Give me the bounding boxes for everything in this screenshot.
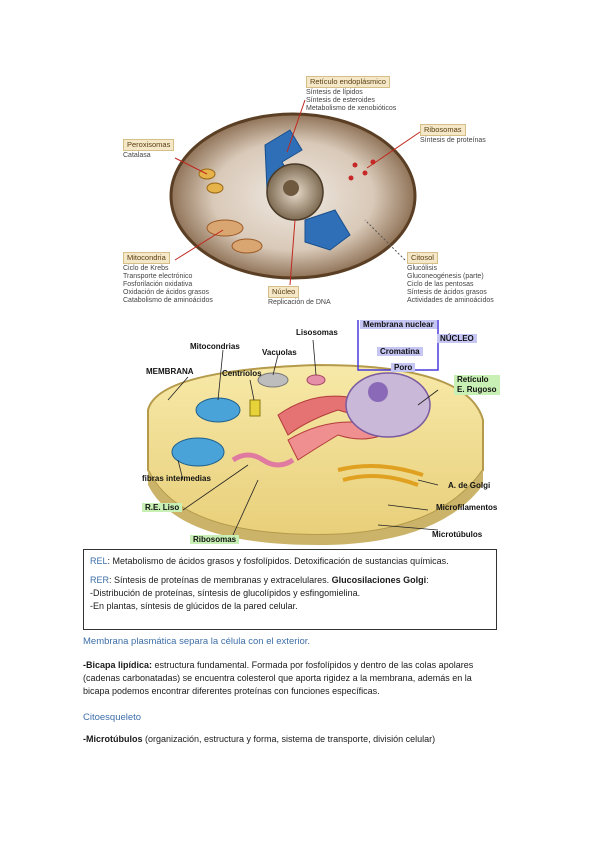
label-vacuolas: Vacuolas bbox=[262, 348, 297, 357]
label-nucleo: NÚCLEO bbox=[437, 334, 477, 343]
label-cromatina: Cromatina bbox=[377, 347, 423, 356]
rer-paragraph: RER: Síntesis de proteínas de membranas … bbox=[90, 574, 490, 587]
ribosome-dot bbox=[352, 162, 358, 168]
callout-citosol: Citosol Glucólisis Gluconeogénesis (part… bbox=[407, 252, 494, 305]
centriole-shape bbox=[249, 399, 261, 417]
rer-end: : bbox=[426, 575, 429, 585]
label-re-liso: R.E. Liso bbox=[142, 503, 183, 512]
animal-cell-illustration bbox=[147, 317, 484, 545]
rer-text: : Síntesis de proteínas de membranas y e… bbox=[109, 575, 332, 585]
mitochondria-shape bbox=[206, 219, 244, 237]
bicapa-bold: -Bicapa lipídica: bbox=[83, 660, 153, 670]
callout-line: Catalasa bbox=[123, 152, 151, 159]
callout-citosol-title: Citosol bbox=[407, 252, 438, 264]
callout-peroxisomas-title: Peroxisomas bbox=[123, 139, 175, 151]
label-membrana: MEMBRANA bbox=[146, 367, 194, 376]
label-lisosomas: Lisosomas bbox=[296, 328, 338, 337]
rer-bold: Glucosilaciones Golgi bbox=[331, 575, 427, 585]
bicapa-text: estructura fundamental. Formada por fosf… bbox=[83, 660, 474, 696]
callout-line: Ciclo de las pentosas bbox=[407, 281, 474, 288]
callout-line: Síntesis de lípidos bbox=[306, 89, 363, 96]
label-fibras-intermedias: fibras intermedias bbox=[142, 474, 211, 483]
callout-mitocondria: Mitocondria Ciclo de Krebs Transporte el… bbox=[123, 252, 213, 305]
label-poro: Poro bbox=[391, 363, 416, 372]
callout-reticulo-title: Retículo endoplásmico bbox=[306, 76, 390, 88]
figure-cell-metabolism bbox=[115, 70, 515, 310]
callout-ribosomas: Ribosomas Síntesis de proteínas bbox=[420, 124, 486, 145]
label-centriolos: Centríolos bbox=[222, 369, 262, 378]
callout-line: Metabolismo de xenobióticos bbox=[306, 105, 397, 112]
callout-reticulo: Retículo endoplásmico Síntesis de lípido… bbox=[306, 76, 396, 113]
mitochondria-shape bbox=[195, 397, 241, 423]
section-citoesqueleto-body: -Microtúbulos (organización, estructura … bbox=[83, 733, 496, 746]
microtubulos-text: (organización, estructura y forma, siste… bbox=[142, 734, 436, 744]
callout-line: Transporte electrónico bbox=[123, 273, 193, 280]
callout-line: Actividades de aminoácidos bbox=[407, 297, 494, 304]
callout-line: Ciclo de Krebs bbox=[123, 265, 169, 272]
box-bullet-1: -Distribución de proteínas, síntesis de … bbox=[90, 588, 361, 598]
callout-line: Síntesis de ácidos grasos bbox=[407, 289, 487, 296]
callout-line: Gluconeogénesis (parte) bbox=[407, 273, 484, 280]
callout-nucleo-title: Núcleo bbox=[268, 286, 300, 298]
label-membrana-nuclear: Membrana nuclear bbox=[360, 320, 437, 329]
callout-ribosomas-title: Ribosomas bbox=[420, 124, 466, 136]
section-membrana-body: -Bicapa lipídica: estructura fundamental… bbox=[83, 659, 496, 698]
callout-line: Oxidación de ácidos grasos bbox=[123, 289, 209, 296]
figure-animal-cell bbox=[138, 317, 508, 545]
label-microfilamentos: Microfilamentos bbox=[436, 503, 498, 512]
section-membrana-heading: Membrana plasmática separa la célula con… bbox=[83, 636, 311, 647]
lysosome-shape bbox=[306, 374, 326, 386]
callout-line: Síntesis de proteínas bbox=[420, 137, 486, 144]
microtubulos-bold: -Microtúbulos bbox=[83, 734, 143, 744]
callout-line: Replicación de DNA bbox=[268, 299, 331, 306]
label-reticulo-rugoso-line2: E. Rugoso bbox=[457, 385, 497, 394]
rer-label: RER bbox=[90, 575, 110, 585]
rel-text: : Metabolismo de ácidos grasos y fosfolí… bbox=[107, 556, 449, 566]
cell-metabolism-illustration bbox=[169, 99, 421, 286]
callout-peroxisomas: Peroxisomas Catalasa bbox=[123, 139, 175, 160]
vacuole-shape bbox=[257, 372, 289, 388]
er-info-box: REL: Metabolismo de ácidos grasos y fosf… bbox=[83, 549, 497, 630]
callout-nucleo: Núcleo Replicación de DNA bbox=[268, 286, 331, 307]
rel-paragraph: REL: Metabolismo de ácidos grasos y fosf… bbox=[90, 555, 490, 568]
label-microtubulos: Microtúbulos bbox=[432, 530, 483, 539]
nucleus-shape bbox=[345, 372, 431, 438]
label-ribosomas: Ribosomas bbox=[190, 535, 240, 544]
smooth-er-shape bbox=[231, 452, 295, 468]
label-reticulo-rugoso: Retículo E. Rugoso bbox=[454, 375, 500, 395]
label-golgi: A. de Golgi bbox=[448, 481, 491, 490]
label-mitocondrias: Mitocondrias bbox=[190, 342, 240, 351]
rel-label: REL bbox=[90, 556, 108, 566]
callout-line: Glucólisis bbox=[407, 265, 437, 272]
callout-line: Catabolismo de aminoácidos bbox=[123, 297, 213, 304]
golgi-shape bbox=[337, 464, 424, 477]
section-citoesqueleto-heading: Citoesqueleto bbox=[83, 712, 142, 723]
callout-mitocondria-title: Mitocondria bbox=[123, 252, 170, 264]
callout-line: Síntesis de esteroides bbox=[306, 97, 375, 104]
callout-line: Fosforilación oxidativa bbox=[123, 281, 193, 288]
label-reticulo-rugoso-line1: Retículo bbox=[457, 375, 489, 384]
box-bullet-2: -En plantas, síntesis de glúcidos de la … bbox=[90, 601, 298, 611]
